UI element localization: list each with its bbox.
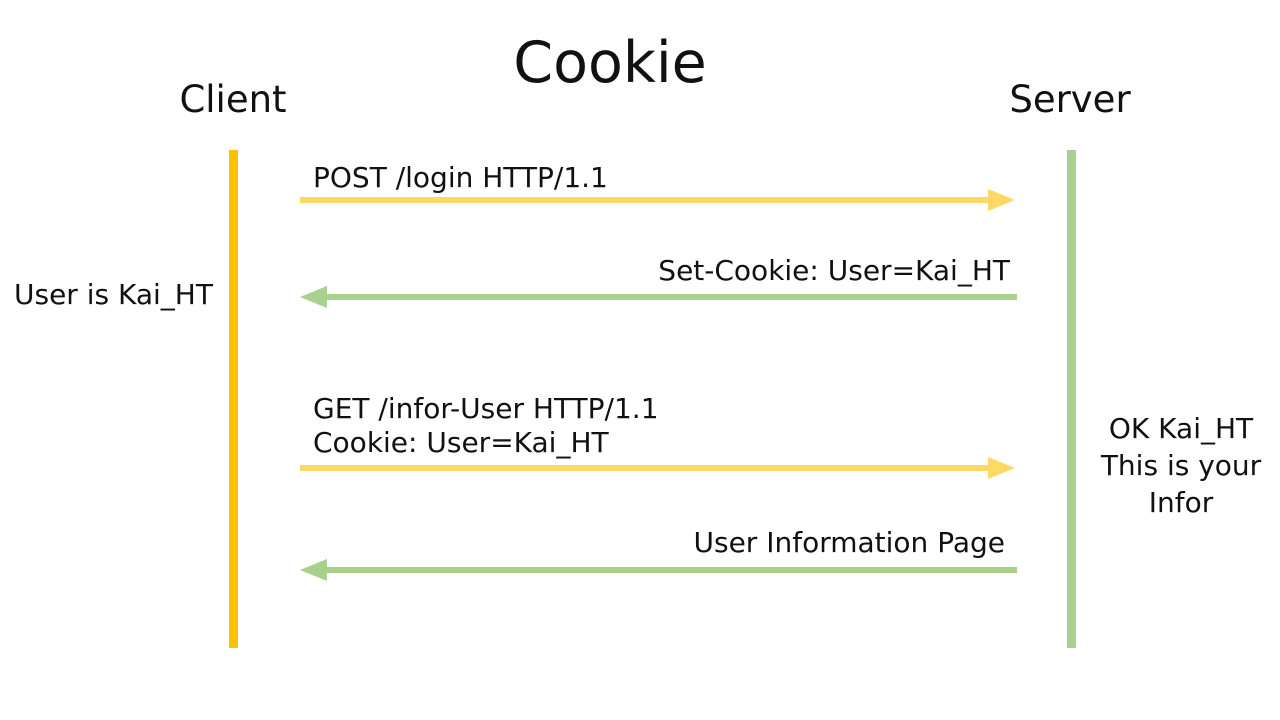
diagram-title: Cookie [513, 30, 707, 96]
server-lifeline [1067, 150, 1076, 648]
server-note-line2: This is your [1100, 449, 1262, 482]
message-label-get-infor: GET /infor-User HTTP/1.1 Cookie: User=Ka… [313, 392, 659, 460]
message-label-user-info-page: User Information Page [693, 526, 1006, 559]
message-label-set-cookie: Set-Cookie: User=Kai_HT [658, 254, 1010, 287]
arrow-line-get-infor [300, 465, 988, 471]
server-label: Server [1009, 78, 1131, 121]
arrow-line-post-login [300, 197, 988, 203]
message-label-get-infor-line2: Cookie: User=Kai_HT [313, 426, 609, 459]
arrowhead-left-icon [300, 559, 327, 581]
arrowhead-left-icon [300, 286, 327, 308]
server-note-line3: Infor [1148, 486, 1214, 519]
arrowhead-right-icon [988, 457, 1015, 479]
message-label-post-login: POST /login HTTP/1.1 [313, 161, 608, 194]
arrowhead-right-icon [988, 189, 1015, 211]
server-note: OK Kai_HT This is your Infor [1080, 410, 1280, 521]
arrow-line-set-cookie [327, 294, 1017, 300]
client-note: User is Kai_HT [14, 278, 213, 311]
message-label-get-infor-line1: GET /infor-User HTTP/1.1 [313, 392, 659, 425]
arrow-line-user-info-page [327, 567, 1017, 573]
client-label: Client [179, 78, 287, 121]
server-note-line1: OK Kai_HT [1108, 412, 1254, 445]
client-lifeline [229, 150, 238, 648]
